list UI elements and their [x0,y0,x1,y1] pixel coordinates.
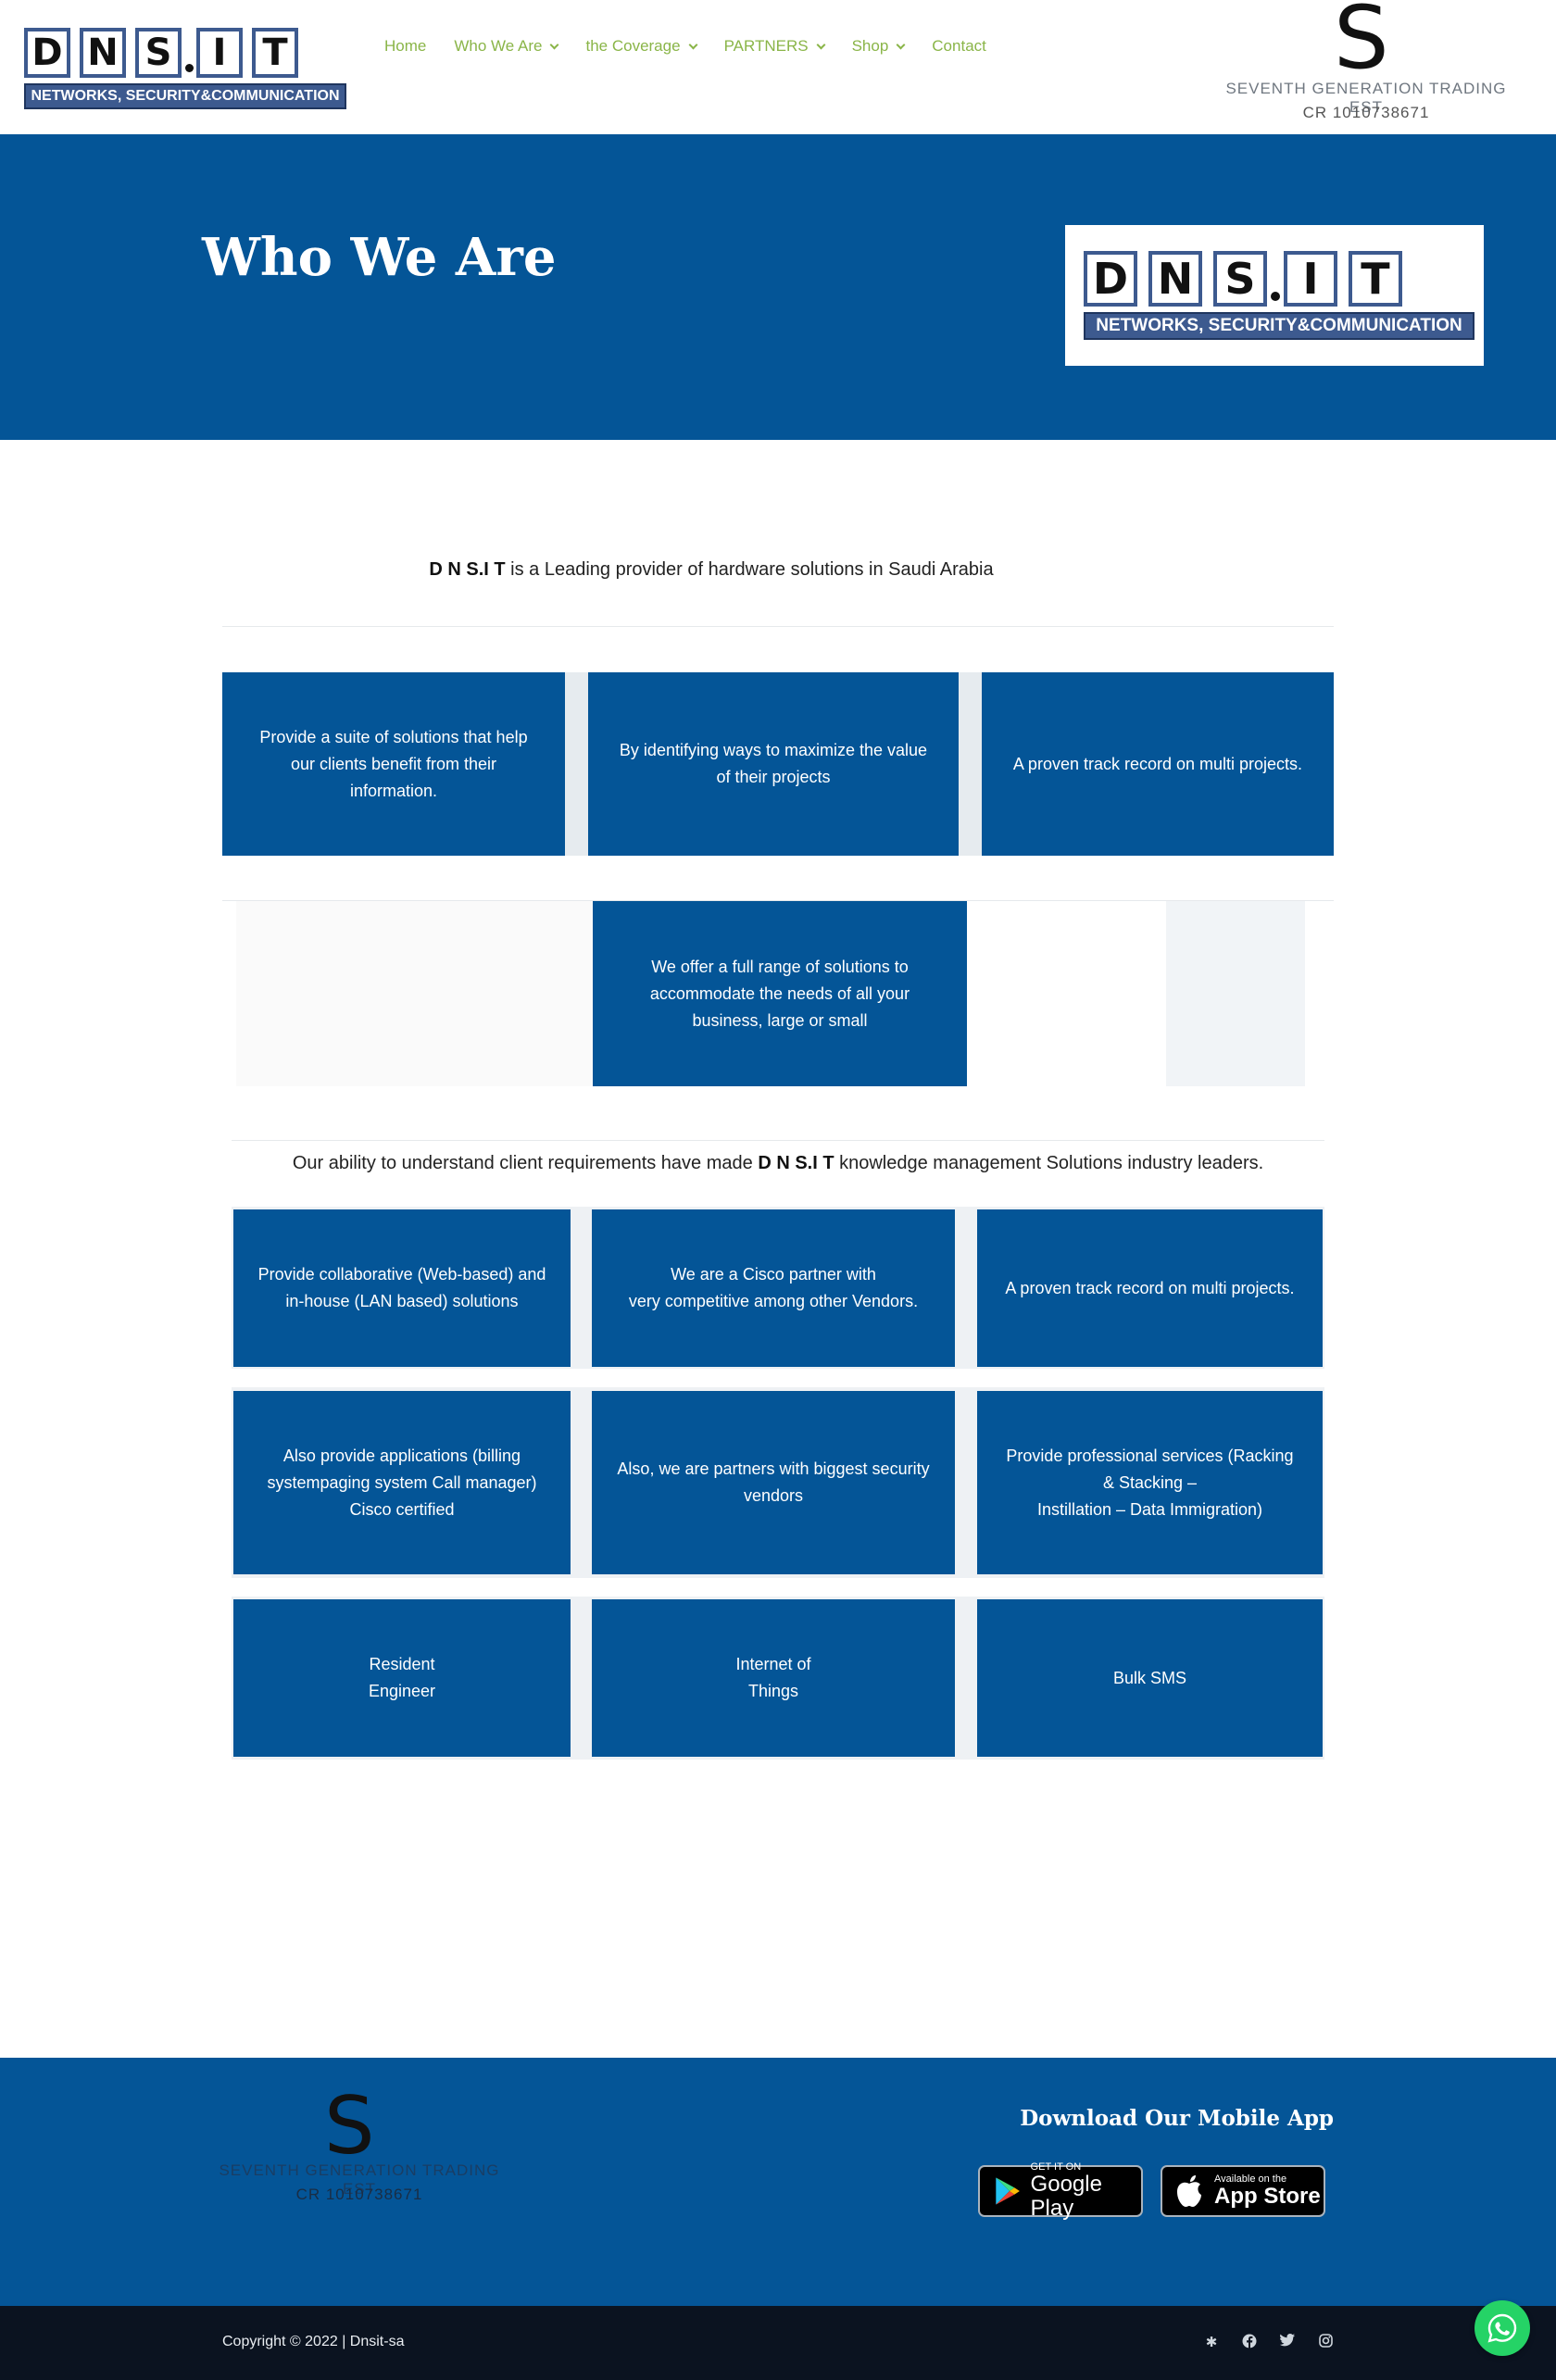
card-gap [565,672,588,856]
brand-cr-number: CR 1010738671 [295,2186,423,2203]
nav-partners[interactable]: PARTNERS [723,37,826,56]
service-card: We are a Cisco partner with very competi… [592,1209,955,1367]
site-footer: S SEVENTH GENERATION TRADING EST CR 1010… [0,2058,1556,2306]
logo-letter-s: S [1213,251,1267,307]
google-play-icon [996,2177,1020,2205]
whatsapp-chat-button[interactable] [1474,2300,1530,2356]
brand-cr-number: CR 1010738671 [1302,104,1430,121]
copyright-bar: Copyright © 2022 | Dnsit-sa ✱ [0,2306,1556,2380]
main-nav: Home Who We Are the Coverage PARTNERS Sh… [384,37,1014,56]
service-card: Also, we are partners with biggest secur… [592,1391,955,1574]
nav-home-label: Home [384,37,427,55]
brand-name: SEVENTH GENERATION TRADING EST [219,2161,500,2198]
logo-letter-t: T [1349,251,1402,307]
app-store-big: App Store [1214,2184,1321,2209]
divider [222,900,1334,901]
whatsapp-icon [1487,2313,1517,2343]
chevron-down-icon [816,40,826,49]
brand-s-mark: S [324,2080,375,2173]
apple-icon [1177,2175,1201,2207]
site-header: D N S I T NETWORKS, SECURITY&COMMUNICATI… [0,0,1556,134]
nav-shop-label: Shop [851,37,889,55]
service-card: A proven track record on multi projects. [977,1209,1323,1367]
intro-text: D N S.I T is a Leading provider of hardw… [0,559,1423,581]
nav-who-we-are[interactable]: Who We Are [454,37,559,56]
service-card: Provide professional services (Racking &… [977,1391,1323,1574]
logo-letter-d: D [1084,251,1137,307]
brand-s-mark: S [1334,0,1389,89]
logo-letters: D N S I T [24,28,348,78]
card-gap [959,672,982,856]
brand-name: SEVENTH GENERATION TRADING EST [1225,80,1507,116]
service-card: Resident Engineer [233,1599,571,1757]
logo-letter-n: N [1148,251,1202,307]
divider [232,1140,1324,1141]
nav-contact[interactable]: Contact [932,37,986,56]
nav-the-coverage[interactable]: the Coverage [585,37,698,56]
feature-card: By identifying ways to maximize the valu… [588,672,959,856]
logo-tagline: NETWORKS, SECURITY&COMMUNICATION [1084,312,1474,340]
copyright-text: Copyright © 2022 | Dnsit-sa [222,2334,405,2349]
logo-letter-i: I [196,28,243,78]
ability-before: Our ability to understand client require… [292,1153,759,1173]
instagram-icon[interactable] [1317,2334,1334,2350]
intro-body: is a Leading provider of hardware soluti… [505,559,994,580]
nav-who-we-are-label: Who We Are [454,37,543,55]
hero-logo: D N S I T NETWORKS, SECURITY&COMMUNICATI… [1084,251,1474,340]
nav-the-coverage-label: the Coverage [585,37,681,55]
google-play-small: GET IT ON [1030,2161,1082,2173]
nav-shop[interactable]: Shop [851,37,906,56]
logo-tagline: NETWORKS, SECURITY&COMMUNICATION [24,83,346,109]
chevron-down-icon [550,40,559,49]
ability-brand: D N S.I T [758,1153,834,1173]
app-store-small: Available on the [1214,2173,1287,2185]
logo-letter-t: T [252,28,298,78]
logo-letter-i: I [1284,251,1337,307]
intro-brand: D N S.I T [429,559,506,580]
service-card: Also provide applications (billing syste… [233,1391,571,1574]
empty-panel [1166,901,1305,1086]
logo-dot [1271,292,1280,301]
ability-after: knowledge management Solutions industry … [834,1153,1264,1173]
chevron-down-icon [896,40,906,49]
hero-logo-card: D N S I T NETWORKS, SECURITY&COMMUNICATI… [1065,225,1484,366]
google-play-big: Google Play [1030,2172,1102,2221]
facebook-icon[interactable] [1241,2334,1258,2350]
service-card: Provide collaborative (Web-based) and in… [233,1209,571,1367]
google-play-button[interactable]: GET IT ON Google Play [978,2161,1143,2221]
divider [222,626,1334,627]
logo-letter-d: D [24,28,70,78]
logo-dot [185,64,194,72]
page-title: Who We Are [202,227,557,288]
feature-card: Provide a suite of solutions that help o… [222,672,565,856]
nav-partners-label: PARTNERS [723,37,809,55]
yelp-icon[interactable]: ✱ [1205,2334,1218,2350]
chevron-down-icon [688,40,698,49]
app-store-button[interactable]: Available on the App Store [1161,2165,1325,2217]
feature-card: A proven track record on multi projects. [982,672,1334,856]
service-card: Internet of Things [592,1599,955,1757]
nav-home[interactable]: Home [384,37,426,56]
logo-letter-s: S [135,28,182,78]
nav-contact-label: Contact [932,37,986,55]
empty-panel [236,901,593,1086]
site-logo[interactable]: D N S I T NETWORKS, SECURITY&COMMUNICATI… [24,28,348,109]
twitter-icon[interactable] [1279,2334,1296,2350]
page-hero: Who We Are D N S I T NETWORKS, SECURITY&… [0,134,1556,440]
feature-card: We offer a full range of solutions to ac… [593,901,967,1086]
service-card: Bulk SMS [977,1599,1323,1757]
logo-letter-n: N [80,28,126,78]
mobile-app-heading: Download Our Mobile App [1020,2106,1334,2131]
ability-text: Our ability to understand client require… [0,1153,1556,1174]
